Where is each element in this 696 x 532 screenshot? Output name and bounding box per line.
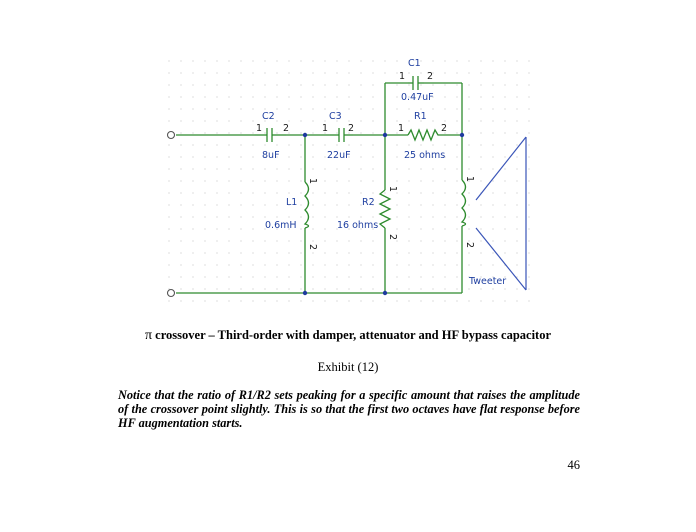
junction-node bbox=[302, 132, 308, 138]
tweeter-pin1: 1 bbox=[464, 176, 475, 182]
capacitor-c1: C1 1 2 0.47uF bbox=[399, 58, 434, 103]
input-terminal-positive bbox=[166, 130, 176, 140]
c2-value: 8uF bbox=[262, 150, 280, 161]
c2-ref: C2 bbox=[262, 111, 275, 122]
r2-pin1: 1 bbox=[387, 186, 398, 192]
page-number: 46 bbox=[567, 458, 581, 472]
r2-ref: R2 bbox=[362, 197, 375, 208]
c3-pin2: 2 bbox=[348, 123, 354, 134]
junction-node bbox=[459, 132, 465, 138]
capacitor-c3: C3 1 2 22uF bbox=[322, 111, 354, 161]
exhibit-label: Exhibit (12) bbox=[317, 360, 379, 374]
inductor-l1: L1 0.6mH 1 2 bbox=[265, 178, 318, 250]
r1-pin2: 2 bbox=[441, 123, 447, 134]
r1-pin1: 1 bbox=[398, 123, 404, 134]
junction-node bbox=[382, 290, 388, 296]
c3-ref: C3 bbox=[329, 111, 342, 122]
junction-node bbox=[302, 290, 308, 296]
crossover-schematic: C2 1 2 8uF C3 1 2 22uF C1 1 2 0.47uF R1 … bbox=[158, 50, 536, 310]
note-paragraph: Notice that the ratio of R1/R2 sets peak… bbox=[118, 388, 580, 430]
c1-ref: C1 bbox=[408, 58, 421, 69]
schematic-grid bbox=[158, 50, 536, 310]
c1-value: 0.47uF bbox=[401, 92, 434, 103]
c3-value: 22uF bbox=[327, 150, 351, 161]
junction-node bbox=[382, 132, 388, 138]
c3-pin1: 1 bbox=[322, 123, 328, 134]
l1-ref: L1 bbox=[286, 197, 297, 208]
c1-pin1: 1 bbox=[399, 71, 405, 82]
resistor-r2: R2 16 ohms 1 2 bbox=[337, 186, 398, 240]
c2-pin2: 2 bbox=[283, 123, 289, 134]
tweeter-label: Tweeter bbox=[468, 276, 506, 287]
pi-symbol: π bbox=[144, 328, 153, 343]
l1-pin2: 2 bbox=[307, 244, 318, 250]
wires bbox=[176, 82, 463, 294]
c1-pin2: 2 bbox=[427, 71, 433, 82]
r2-value: 16 ohms bbox=[337, 220, 378, 231]
resistor-r1: R1 1 2 25 ohms bbox=[398, 111, 447, 161]
r1-ref: R1 bbox=[414, 111, 427, 122]
tweeter-speaker: 1 2 Tweeter bbox=[460, 136, 527, 291]
l1-value: 0.6mH bbox=[265, 220, 297, 231]
input-terminal-negative bbox=[166, 288, 176, 298]
tweeter-pin2: 2 bbox=[464, 242, 475, 248]
r1-value: 25 ohms bbox=[404, 150, 445, 161]
l1-pin1: 1 bbox=[307, 178, 318, 184]
capacitor-c2: C2 1 2 8uF bbox=[254, 111, 289, 161]
c2-pin1: 1 bbox=[256, 123, 262, 134]
figure-caption: π crossover – Third-order with damper, a… bbox=[0, 328, 696, 344]
r2-pin2: 2 bbox=[387, 234, 398, 240]
caption-text: crossover – Third-order with damper, att… bbox=[152, 328, 552, 342]
